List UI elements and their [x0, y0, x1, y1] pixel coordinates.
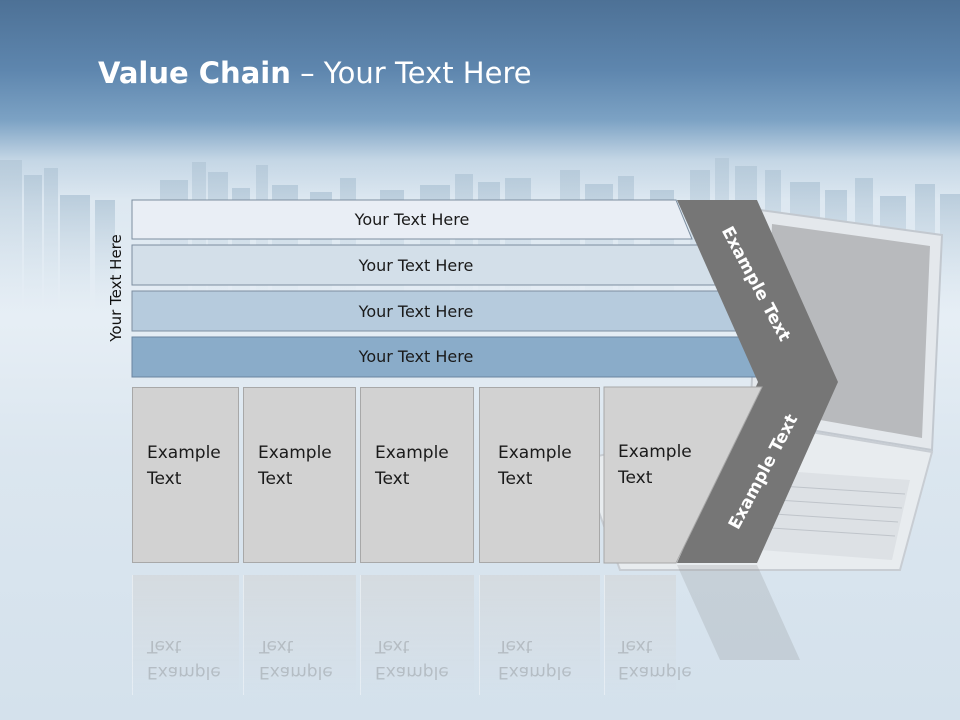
reflection-column-1 — [132, 575, 239, 695]
column-3-line1: Example — [375, 443, 449, 463]
column-4-line1: Example — [498, 443, 572, 463]
band-shape-1 — [131, 199, 693, 240]
title-rest: – Your Text Here — [290, 56, 532, 90]
slide-title: Value Chain – Your Text Here — [98, 56, 532, 90]
column-4-line2: Text — [498, 469, 533, 489]
band-4-label: Your Text Here — [358, 346, 474, 366]
title-bold: Value Chain — [98, 56, 291, 90]
band-4: Your Text Here — [132, 337, 700, 375]
column-3-line2: Text — [375, 469, 410, 489]
reflection-column-5 — [604, 575, 676, 695]
band-1: Your Text Here — [132, 200, 692, 238]
band-3-label: Your Text Here — [358, 301, 474, 321]
column-2-line1: Example — [258, 443, 332, 463]
band-3: Your Text Here — [132, 292, 700, 330]
reflection-column-4 — [479, 575, 600, 695]
chevron-reflection — [677, 565, 800, 660]
band-1-label: Your Text Here — [354, 209, 470, 229]
reflection-column-2 — [243, 575, 356, 695]
column-5-line1: Example — [618, 442, 692, 462]
column-2-line2: Text — [258, 469, 293, 489]
chevron-shape — [677, 200, 838, 563]
column-1-line2: Text — [147, 469, 182, 489]
column-5-shape — [603, 386, 763, 564]
column-1-line1: Example — [147, 443, 221, 463]
band-2: Your Text Here — [132, 246, 700, 284]
band-2-label: Your Text Here — [358, 255, 474, 275]
reflection-column-3 — [360, 575, 474, 695]
column-5-line2: Text — [618, 468, 653, 488]
